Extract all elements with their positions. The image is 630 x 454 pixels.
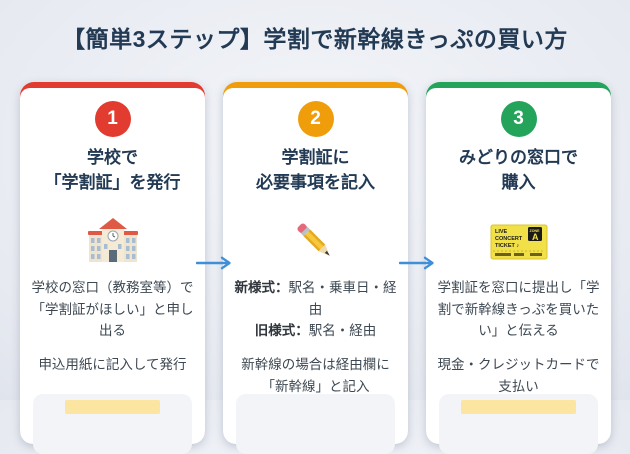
step-description: 新幹線の場合は経由欄に「新幹線」と記入 — [241, 357, 390, 394]
step-number: 1 — [107, 108, 118, 129]
ticket-icon: LIVE CONCERT TICKET ♪ ZONE A — [426, 217, 611, 267]
step-title: みどりの窓口で 購入 — [459, 148, 578, 192]
highlighted-text-placeholder — [65, 400, 160, 414]
arrow-right-icon — [195, 256, 232, 270]
step-description: 学校の窓口（教務室等）で「学割証がほしい」と申し出る — [31, 280, 194, 338]
step-description: 現金・クレジットカードで支払い — [437, 357, 600, 394]
svg-text:CONCERT: CONCERT — [495, 236, 523, 242]
svg-text:TICKET ♪: TICKET ♪ — [495, 243, 519, 249]
footer-note — [236, 394, 395, 454]
footer-note — [33, 394, 192, 454]
step-number: 3 — [513, 108, 524, 129]
step-description: 申込用紙に記入して発行 — [38, 357, 187, 373]
step-card-3: 3 みどりの窓口で 購入 LIVE CONCERT TICKET ♪ ZONE … — [426, 82, 611, 454]
svg-text:ZONE: ZONE — [529, 229, 540, 233]
svg-text:LIVE: LIVE — [495, 229, 508, 235]
pencil-icon — [223, 217, 408, 267]
page-title: 【簡単3ステップ】学割で新幹線きっぷの買い方 — [62, 26, 568, 52]
step-title: 学校で 「学割証」を発行 — [44, 148, 181, 192]
school-icon — [20, 217, 205, 267]
highlighted-text-placeholder — [461, 400, 576, 414]
format-info: 新様式：駅名・乗車日・経由 旧様式：駅名・経由 — [234, 280, 397, 338]
step-title: 学割証に 必要事項を記入 — [256, 148, 375, 192]
footer-note — [439, 394, 598, 454]
step-number-badge: 2 — [297, 101, 334, 137]
step-card-1: 1 学校で 「学割証」を発行 — [20, 82, 205, 454]
step-number-badge: 3 — [500, 101, 537, 137]
step-number-badge: 1 — [94, 101, 131, 137]
step-card-2: 2 学割証に 必要事項を記入 — [223, 82, 408, 454]
svg-text:A: A — [532, 232, 539, 242]
step-description: 学割証を窓口に提出し「学割で新幹線きっぷを買いたい」と伝える — [437, 280, 600, 338]
steps-container: 1 学校で 「学割証」を発行 — [20, 82, 611, 454]
arrow-right-icon — [398, 256, 435, 270]
step-number: 2 — [310, 108, 321, 129]
